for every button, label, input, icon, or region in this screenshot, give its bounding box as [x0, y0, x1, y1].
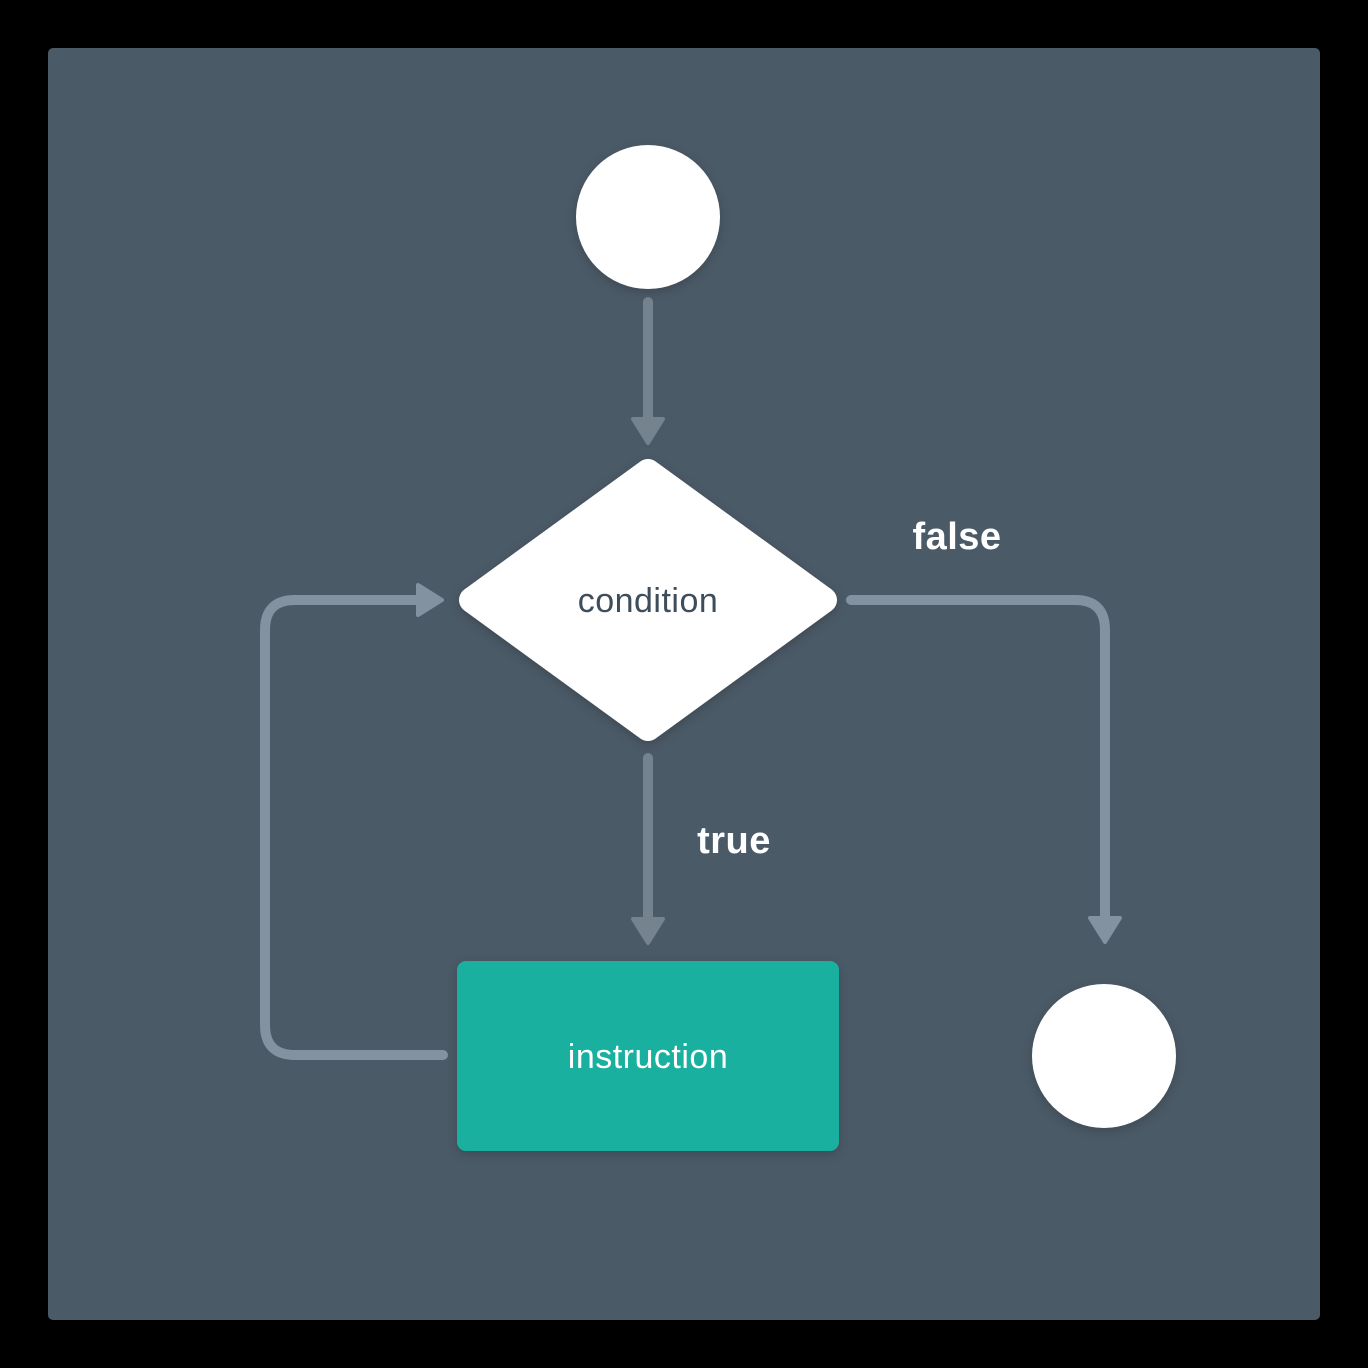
edge-start-to-condition — [631, 297, 665, 445]
true-edge-label: true — [697, 820, 771, 862]
arrowhead-down-icon — [631, 417, 665, 445]
edge-condition-true — [631, 753, 665, 945]
edge-loop-back — [260, 583, 448, 1060]
edge-loop-back-line — [260, 595, 448, 1060]
arrowhead-down-icon — [631, 917, 665, 945]
condition-label: condition — [578, 582, 719, 620]
false-edge-label: false — [912, 516, 1001, 558]
arrowhead-right-icon — [416, 583, 444, 617]
arrowhead-down-icon — [1088, 916, 1122, 944]
condition-node — [459, 459, 837, 741]
edge-condition-false-line — [846, 595, 1110, 923]
instruction-node — [457, 961, 839, 1151]
start-node — [576, 145, 720, 289]
edge-condition-false — [846, 595, 1122, 944]
end-node — [1032, 984, 1176, 1128]
instruction-label: instruction — [568, 1038, 728, 1076]
